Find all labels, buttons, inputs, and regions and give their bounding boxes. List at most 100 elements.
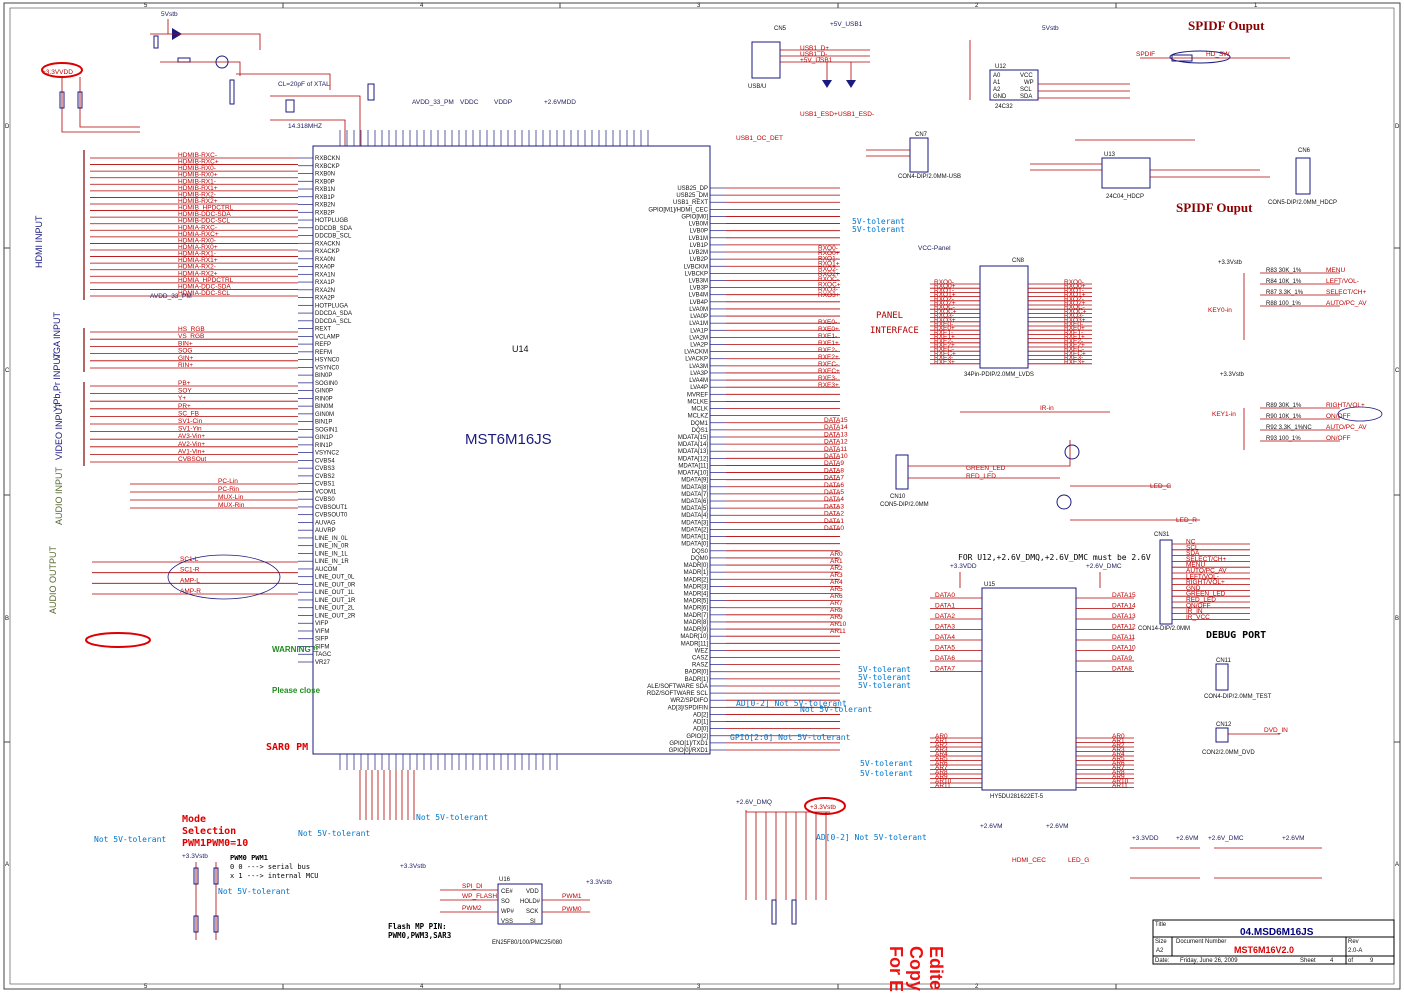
- debug-net: AUTO/PC_AV: [1186, 568, 1227, 575]
- lvds-net-left: RXE2+: [934, 342, 955, 349]
- power-5vstb-u12: 5Vstb: [1042, 25, 1059, 32]
- u14-data-net: DATA11: [824, 446, 848, 453]
- u14-right-pin: LVB3P: [690, 286, 708, 292]
- spdif-heading-top: SPIDF Ouput: [1188, 18, 1265, 33]
- tb-docnum-label: Document Number: [1176, 939, 1226, 945]
- lvds-net-right: RXO3-: [1064, 313, 1084, 320]
- spi-di: PWM1: [562, 893, 582, 900]
- u14-left-pin: VCLAMP: [315, 334, 340, 340]
- u14-right-pin: BADR[1]: [685, 677, 709, 683]
- u15-addr-left: AR9: [935, 774, 948, 781]
- tb-docnum: MST6M16V2.0: [1234, 945, 1294, 955]
- input-net-label: HDMIB-DDC-SCL: [178, 218, 230, 225]
- lvds-net-u14-e: RXE3-: [818, 375, 837, 382]
- mvref: LED_G: [1068, 857, 1089, 864]
- u14-left-pin: DDCDA_SCL: [315, 319, 352, 325]
- u14-left-pin: RXA1N: [315, 272, 335, 278]
- spi-cz: SPI_DI: [462, 883, 483, 890]
- u14-data-net: DATA12: [824, 439, 848, 446]
- u14-addr-net: AR9: [830, 614, 843, 621]
- power-3v3stb-flash-b: +3.3Vstb: [586, 879, 612, 886]
- led-red: RED_LED: [966, 473, 996, 480]
- u12-name: 24C32: [995, 104, 1013, 110]
- u14-right-pin: LVBCKM: [684, 264, 708, 270]
- power-2v6-dmc-cap: +3.3VDD: [1132, 835, 1159, 842]
- spdif-section: SPIDF Ouput SPDIF HD_SW SPIDF Ouput: [1136, 18, 1290, 215]
- u14-right-pin: MADR[7]: [684, 613, 709, 619]
- panel-interface-1: PANEL: [876, 311, 903, 321]
- debug-net: SDA: [1186, 550, 1200, 557]
- power-2v6-dmc-u15: +3.3VDD: [950, 563, 977, 570]
- u15-data-right: DATA11: [1112, 634, 1136, 641]
- u14-left-pin: CVBSOUT1: [315, 505, 348, 511]
- input-net-label: AV1-Vin+: [178, 448, 205, 455]
- key-resistor: R87 3.3K_1%: [1266, 290, 1304, 296]
- key-resistor: R88 100_1%: [1266, 301, 1301, 307]
- key1-in: KEY1-in: [1212, 411, 1236, 418]
- input-net-label: HDMIB-RXC+: [178, 159, 219, 166]
- u14-data-net: DATA14: [824, 424, 848, 431]
- u14-right-pin: MADR[3]: [684, 584, 709, 590]
- tb-sheet-label: Sheet: [1300, 958, 1316, 964]
- u15-addr-left: AR0: [935, 733, 948, 740]
- u14-left-pin: CVBS2: [315, 474, 335, 480]
- input-net-label: HDMIA-RX2-: [178, 264, 216, 271]
- u14-right-pin: LVA2M: [689, 335, 708, 341]
- u14-right-pin: MADR[8]: [684, 620, 709, 626]
- u14-right-pin: MDATA[10]: [678, 471, 708, 477]
- u15-data-left: DATA1: [935, 603, 955, 610]
- left-input-nets: HDMIB-RXC-HDMIB-RXC+HDMIB-RX0-HDMIB-RX0+…: [83, 150, 298, 595]
- u14-right-pin: MDATA[11]: [678, 463, 708, 469]
- crystal-cap-note: CL=20pF of XTAL: [278, 81, 330, 88]
- lvds-net-left: RXEC-: [934, 346, 954, 353]
- lvds-net-left: RXO3+: [934, 317, 956, 324]
- note-5v-tol-2: 5V-tolerant: [852, 225, 905, 234]
- border-col-2: 2: [975, 3, 979, 9]
- lvds-net-right: RXEC-: [1064, 346, 1084, 353]
- cn12-ref: CN12: [1216, 722, 1232, 728]
- u14-data-net: DATA15: [824, 417, 848, 424]
- u14-right-pin: MDATA[6]: [681, 499, 708, 505]
- u14-left-pin: REFP: [315, 342, 331, 348]
- lvds-net-left: RXOC-: [934, 304, 955, 311]
- u14-right-pin: GPIO[M1]/HDMI_CEC: [648, 207, 708, 213]
- input-net-label: HDMIA-RX2+: [178, 270, 218, 277]
- key-net: MENU: [1326, 267, 1345, 274]
- lvds-net-u14-e: RXE2-: [818, 347, 837, 354]
- u14-left-pin: RXB1N: [315, 187, 335, 193]
- u15-addr-right: AR8: [1112, 769, 1125, 776]
- label-hdmi-input: HDMI INPUT: [34, 215, 44, 268]
- dvd-in-net: DVD_IN: [1264, 727, 1288, 734]
- lvds-net-u14-e: RXE1+: [818, 340, 839, 347]
- lvds-net-left: RXOC+: [934, 308, 957, 315]
- led-g-net: LED_G: [1150, 483, 1171, 490]
- note-5v-tol-6: 5V-tolerant: [860, 759, 913, 768]
- lvds-net-u14-e: RXE1-: [818, 333, 837, 340]
- key-resistor: R92 3.3K_1%NC: [1266, 425, 1312, 431]
- u15-addr-right: AR7: [1112, 765, 1125, 772]
- u15-ref: U15: [984, 582, 996, 588]
- u15-addr-right: AR0: [1112, 733, 1125, 740]
- cn11-name: CON4-DIP/2.0MM_TEST: [1204, 694, 1272, 700]
- u14-left-pin: VIFP: [315, 621, 328, 627]
- u15-addr-left: AR3: [935, 747, 948, 754]
- border-row-b-r: B: [1395, 616, 1399, 622]
- lvds-net-right: RXOC-: [1064, 304, 1085, 311]
- usb-net-dp: USB1_D+: [800, 45, 829, 52]
- u14-right-pin: DQS0: [692, 549, 709, 555]
- lvds-net-right: RXO3+: [1064, 317, 1086, 324]
- u14-left-pin: CVBSOUT0: [315, 513, 348, 519]
- u12-u15-note: FOR U12,+2.6V_DMQ,+2.6V_DMC must be 2.6V: [958, 553, 1151, 562]
- u13-hdcp-eeprom: U13 24C04_HDCP CN6 CON5-DIP/2.0MM_HDCP: [1030, 139, 1337, 206]
- input-net-label: SV1-Cin: [178, 418, 203, 425]
- key-net: AUTO/PC_AV: [1326, 424, 1367, 431]
- border-col-1: 1: [1254, 3, 1258, 9]
- input-net-label: PR+: [178, 403, 191, 410]
- u14-right-pin: LVB2M: [689, 250, 708, 256]
- u14-right-pin: LVB4M: [689, 293, 708, 299]
- power-2v6vm-left-b: +2.6VM: [980, 823, 1003, 830]
- u15-ddr-memory: FOR U12,+2.6V_DMQ,+2.6V_DMC must be 2.6V…: [950, 553, 1151, 800]
- u14-right-pin: DQM1: [691, 421, 709, 427]
- spi-ck: PWM0: [562, 906, 582, 913]
- u14-right-pin: MCLKE: [687, 399, 708, 405]
